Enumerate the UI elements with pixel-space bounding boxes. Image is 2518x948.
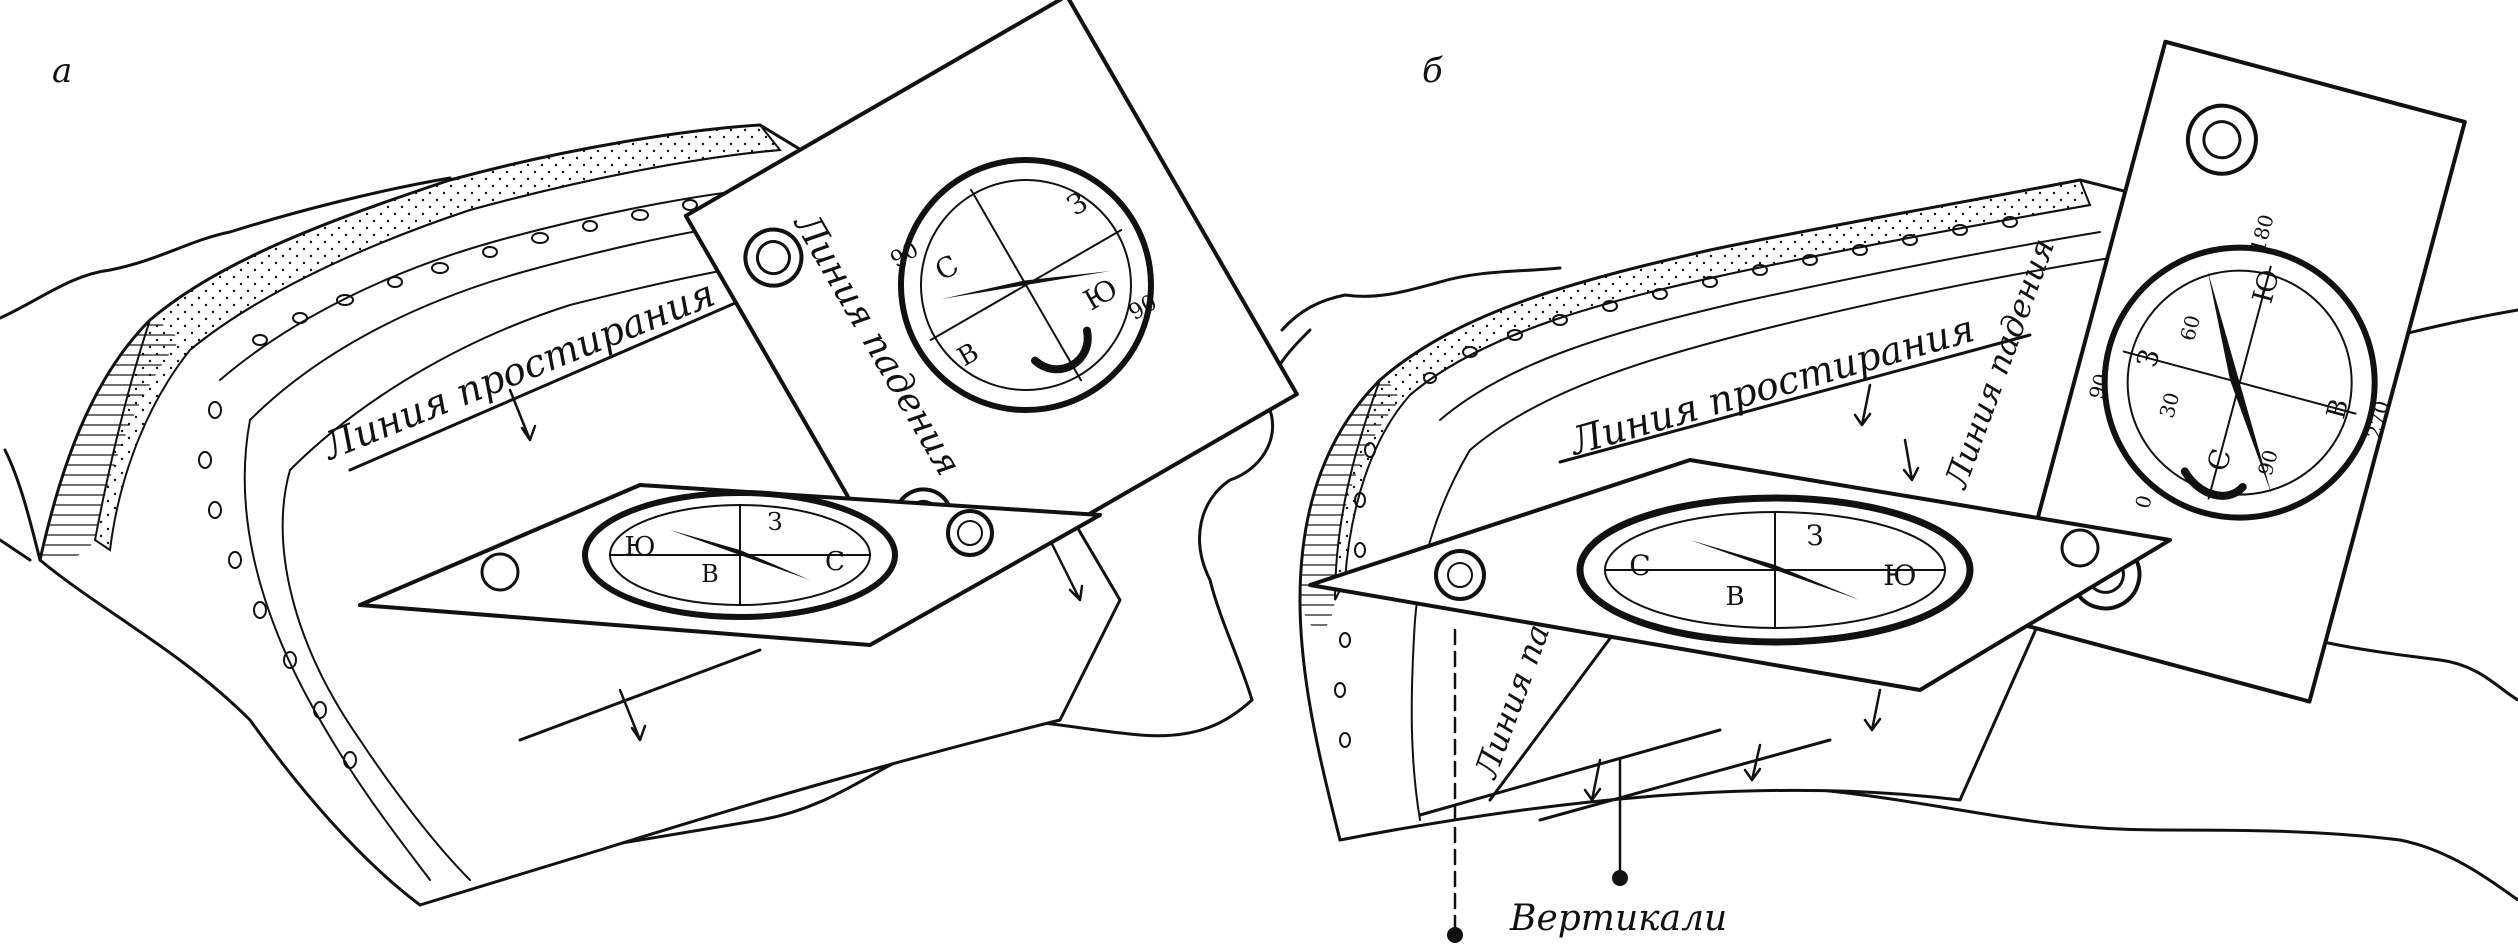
compass-dial-a-flat [582, 490, 898, 620]
flat-compass-a: С Ю В З [358, 483, 1102, 647]
dip-arrow-lower-a [618, 688, 647, 742]
dip-line-lower-a [518, 648, 762, 742]
dip-arrow-lower2-b [1743, 743, 1762, 782]
dip-arrow-upper-b [1902, 438, 1920, 482]
strike-line-a [348, 273, 802, 472]
adjust-screw-left-a [480, 552, 520, 592]
flat-north-a: С [825, 547, 845, 577]
verticals-b: Вертикали [1447, 628, 1727, 943]
strike-arrow-b [1853, 383, 1872, 427]
verticals-label-b: Вертикали [1509, 898, 1727, 939]
compass-needle-b-upright [2207, 270, 2272, 495]
upright-compass-a: С Ю В З 90 90 Линия падения [683, 0, 1299, 617]
dip-diagonal-b [1488, 623, 1622, 802]
flat-west-b: З [1806, 519, 1823, 552]
adjust-screw-right-b [2060, 528, 2100, 568]
strike-arrow-a [508, 388, 537, 442]
vertical-plumb-left-b [1447, 927, 1463, 943]
panel-letter-b: б [1422, 51, 1443, 91]
vertical-plumb-right-b [1612, 870, 1628, 886]
flat-east-b: В [1725, 582, 1744, 612]
compass-needle-b-flat [1690, 540, 1860, 600]
adjust-screw-top-a [743, 227, 804, 288]
compass-dial-b-upright [2101, 244, 2378, 521]
compass-needle-a-flat [670, 530, 810, 580]
flat-south-a: Ю [624, 532, 655, 562]
dip-arrow-lower-b [1583, 758, 1602, 802]
panel-a: а Линия прост [0, 0, 1312, 907]
panel-b: б Линия простирания [1280, 39, 2518, 943]
adjust-screw-left-b [1434, 549, 1486, 601]
strike-line-b [1558, 333, 2032, 464]
flat-compass-b: С Ю В З [1308, 458, 2172, 692]
dip-line-lower-b [1418, 728, 1832, 822]
compass-dial-b-flat [1576, 494, 1974, 646]
flat-south-b: Ю [1883, 559, 1916, 592]
terrain-background-b [1280, 266, 2518, 702]
upright-scale-0-b: 0 [2130, 493, 2156, 512]
flat-west-a: З [768, 508, 783, 536]
dip-arrow-right-a [1048, 538, 1084, 602]
adjust-screw-top-b [2185, 103, 2258, 176]
compass-dial-a-upright [897, 157, 1154, 413]
pebble-layer-b [1334, 216, 2018, 748]
dip-arrow-right-b [1863, 688, 1882, 732]
panel-letter-a: а [52, 51, 72, 91]
flat-north-b: С [1629, 549, 1650, 582]
flat-east-a: В [701, 560, 719, 588]
upright-compass-b: С Ю В З 0 30 60 90 90 180 270 [2008, 39, 2467, 704]
adjust-screw-right-a [946, 509, 994, 557]
